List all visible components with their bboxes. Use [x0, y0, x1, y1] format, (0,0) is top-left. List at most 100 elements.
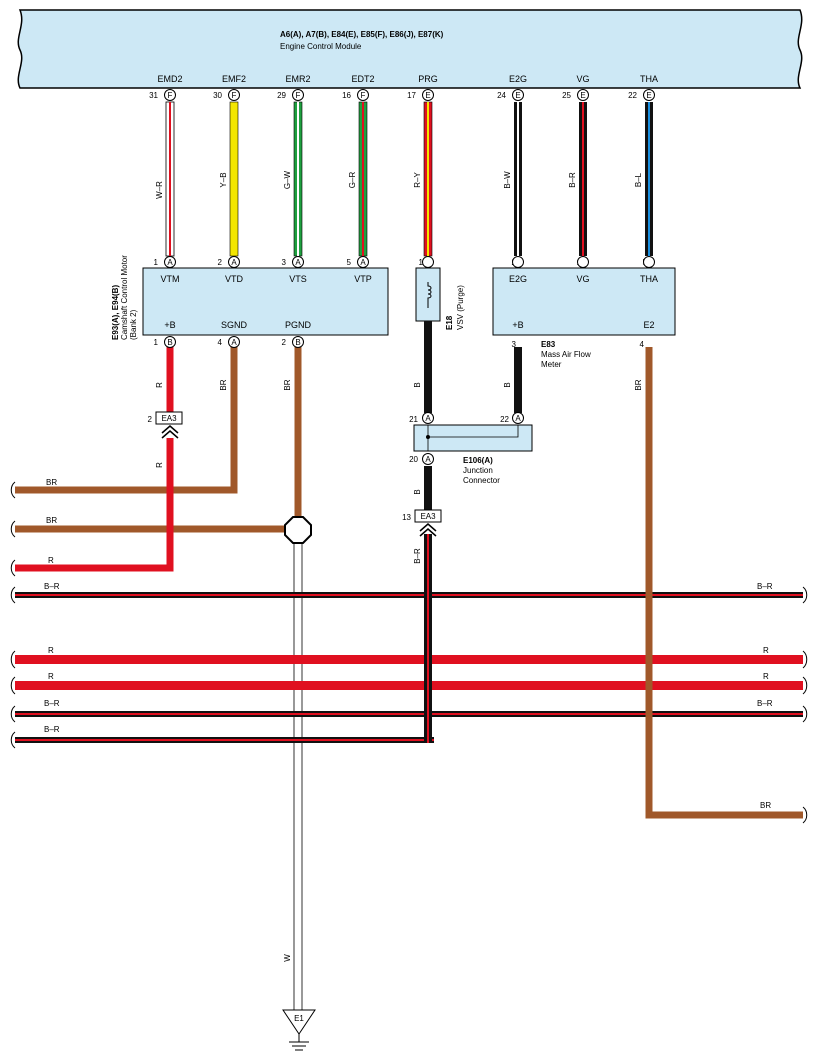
bus-r-2 [15, 681, 803, 690]
ecm-pin-label-emd2: EMD2 [157, 74, 182, 84]
break-mark-icon [10, 586, 16, 604]
junction-box [413, 424, 533, 452]
break-marks [10, 481, 808, 824]
cam-top-label: VTP [354, 274, 372, 284]
cam-bottom-num: 1 [154, 338, 159, 347]
cam-bottom-label: +B [164, 320, 175, 330]
wire-y-b [229, 101, 239, 257]
wire-b-r-stripe [582, 102, 584, 256]
maf-top-circle [512, 256, 524, 268]
break-mark-icon [10, 731, 16, 749]
label-br-e2: BR [634, 379, 643, 390]
ea3-mid-chevron-icon [419, 523, 437, 537]
junction-pin-conn: A [515, 414, 521, 423]
ea3-left-num: 2 [148, 415, 153, 424]
maf-bottom-label: +B [512, 320, 523, 330]
cam-top-label: VTM [161, 274, 180, 284]
label-r-bus1-left: R [48, 646, 54, 655]
ecm-pin-num: 29 [277, 91, 286, 100]
ecm-pin-circle [292, 89, 304, 101]
maf-top-circle [577, 256, 589, 268]
junction-pin-num: 21 [409, 415, 418, 424]
vsv-top-circle [422, 256, 434, 268]
maf-name: Mass Air Flow [541, 350, 591, 359]
junction-pin-conn: A [425, 414, 431, 423]
cam-bottom-label: PGND [285, 320, 312, 330]
ecm-module-box [17, 9, 803, 89]
bus-r-1 [15, 655, 803, 664]
vsv-coil-icon [427, 282, 432, 308]
ecm-pin-label-tha: THA [640, 74, 658, 84]
wire-g-r-stripe [362, 102, 364, 256]
ecm-name: Engine Control Module [280, 42, 362, 51]
wire-b-w-stripe [517, 102, 519, 256]
maf-top-circle [643, 256, 655, 268]
cam-bottom-conn: B [295, 338, 300, 347]
ea3-mid-num: 13 [402, 513, 411, 522]
ecm-pin-conn: E [646, 91, 651, 100]
camshaft-code: E93(A), E94(B) [111, 285, 120, 340]
ecm-pin-num: 25 [562, 91, 571, 100]
ecm-pin-conn: E [515, 91, 520, 100]
label-b-r-bus1-left: B–R [44, 582, 60, 591]
label-b-r-ea3: B–R [413, 548, 422, 564]
ecm-code: A6(A), A7(B), E84(E), E85(F), E86(J), E8… [280, 30, 444, 39]
break-mark-icon [802, 650, 808, 669]
cam-bottom-num: 4 [218, 338, 223, 347]
cam-bottom-circle [228, 336, 240, 348]
label-br-line2: BR [46, 516, 57, 525]
harness-bus [15, 592, 803, 743]
ecm-pin-circle [357, 89, 369, 101]
vsv-name: VSV (Purge) [456, 285, 465, 330]
cam-top-num: 2 [218, 258, 223, 267]
break-mark-icon [802, 676, 808, 695]
ground-triangle [282, 1009, 316, 1035]
wire-r-y-stripe [427, 102, 429, 256]
break-mark-icon [10, 520, 16, 538]
ecm-pin-label-vg: VG [576, 74, 589, 84]
bus-b-r-2-stripe [15, 713, 803, 715]
label-b-r-bus3-left: B–R [44, 725, 60, 734]
cam-bottom-circle [164, 336, 176, 348]
ecm-pin-label-edt2: EDT2 [351, 74, 374, 84]
wire-br-sgnd [15, 347, 238, 494]
ecm-pin-circle [422, 89, 434, 101]
ecm-pin-num: 22 [628, 91, 637, 100]
cam-top-label: VTS [289, 274, 307, 284]
vsv-code: E18 [445, 315, 454, 330]
label-r-ea3: R [155, 462, 164, 468]
wire-label-b-l: B–L [634, 172, 643, 187]
wire-b-vsv [424, 321, 432, 413]
ecm-pin-label-emf2: EMF2 [222, 74, 246, 84]
label-b-junction: B [413, 489, 422, 494]
ecm-pin-conn: E [580, 91, 585, 100]
wire-label-g-r: G–R [348, 172, 357, 189]
bus-b-r-3-stripe [15, 739, 434, 741]
cam-top-conn: A [167, 258, 173, 267]
label-r-line: R [48, 556, 54, 565]
wire-w-ground [293, 539, 303, 1011]
junction-pin-circle [422, 412, 434, 424]
label-r-bus2-left: R [48, 672, 54, 681]
ecm-pin-circle [643, 89, 655, 101]
break-mark-icon [10, 559, 16, 577]
label-b-vsv: B [413, 382, 422, 387]
cam-top-label: VTD [225, 274, 244, 284]
ecm-pin-circle [164, 89, 176, 101]
wire-b-l-stripe [648, 102, 650, 256]
ecm-pin-num: 16 [342, 91, 351, 100]
ecm-pin-num: 31 [149, 91, 158, 100]
ecm-pin-conn: F [361, 91, 366, 100]
wire-b-junction [424, 466, 432, 510]
ecm-pin-conn: F [168, 91, 173, 100]
label-r-plusb: R [155, 382, 164, 388]
maf-bottom-num: 4 [640, 340, 645, 349]
ea3-mid-code: EA3 [420, 512, 436, 521]
junction-pin-circle [422, 453, 434, 465]
wire-label-b-r: B–R [568, 172, 577, 188]
cam-bottom-circle [292, 336, 304, 348]
wire-label-r-y: R–Y [413, 172, 422, 188]
junction-name: Junction [463, 466, 493, 475]
label-b-r-bus1-right: B–R [757, 582, 773, 591]
